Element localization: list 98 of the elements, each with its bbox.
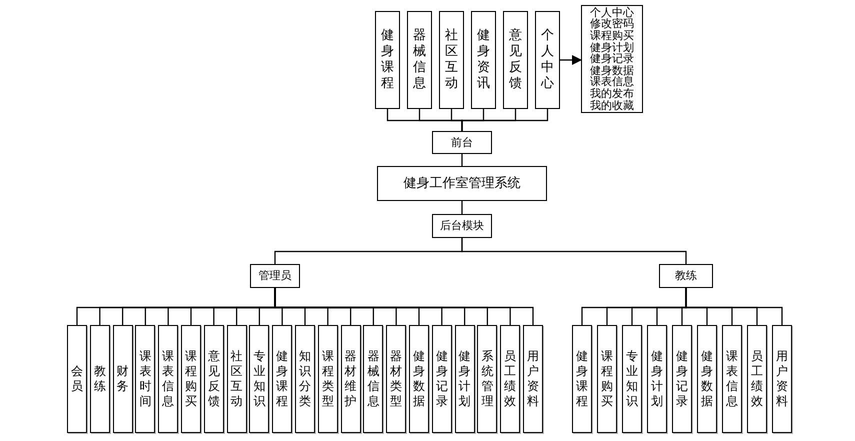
module-label: 知识分类 [299, 349, 311, 409]
module-box [250, 264, 300, 288]
module-box [672, 325, 692, 433]
module-label: 员工绩效 [751, 349, 763, 409]
module-label: 专业知识 [253, 349, 266, 409]
module-box [439, 11, 464, 109]
module-box [135, 325, 156, 433]
module-box [295, 325, 315, 433]
module-box [226, 325, 247, 433]
module-label: 课程购买 [185, 349, 197, 409]
module-label: 课表信息 [162, 349, 174, 409]
module-box [747, 325, 767, 433]
module-label: 后台模块 [440, 219, 484, 233]
module-box [90, 325, 110, 433]
module-label: 用户资料 [776, 349, 788, 409]
connector-line [461, 238, 687, 264]
module-label: 专业知识 [626, 349, 638, 409]
feature-item: 课程购买 [590, 30, 634, 42]
module-label: 健身记录 [676, 349, 688, 409]
module-box [377, 166, 547, 201]
module-box [572, 325, 592, 433]
module-box [523, 325, 543, 433]
module-box [535, 11, 560, 109]
module-label: 教练 [675, 269, 697, 283]
module-label: 器材维护 [344, 349, 357, 409]
feature-item: 修改密码 [590, 18, 634, 30]
module-label: 课程类型 [322, 349, 334, 409]
module-label: 健身课程 [576, 349, 588, 409]
module-label: 健身数据 [413, 349, 425, 409]
feature-item: 个人中心 [590, 6, 634, 18]
module-label: 意见反馈 [208, 349, 220, 409]
module-box [181, 325, 201, 433]
module-label: 教练 [94, 364, 106, 394]
module-box [318, 325, 338, 433]
connector-line [461, 201, 463, 214]
module-label: 课程购买 [601, 349, 613, 409]
module-label: 健身资讯 [477, 28, 490, 92]
feature-list-box [581, 5, 643, 113]
connector-line [685, 288, 783, 325]
module-label: 课表时间 [139, 349, 152, 409]
module-box [409, 325, 429, 433]
module-label: 个人中心 [541, 28, 554, 92]
module-box [407, 11, 432, 109]
module-label: 会员 [71, 364, 83, 394]
module-box [249, 325, 270, 433]
module-label: 器材类型 [390, 349, 402, 409]
module-label: 健身计划 [458, 349, 471, 409]
module-box [340, 325, 361, 433]
module-label: 意见反馈 [509, 28, 522, 92]
module-box [722, 325, 742, 433]
module-label: 健身工作室管理系统 [404, 176, 520, 192]
module-label: 健身课程 [276, 349, 288, 409]
module-label: 健身计划 [651, 349, 663, 409]
module-label: 系统管理 [481, 349, 494, 409]
module-label: 社区互动 [445, 28, 458, 92]
module-box [112, 325, 133, 433]
module-box [477, 325, 498, 433]
feature-item: 我的收藏 [590, 100, 634, 112]
module-box [597, 325, 617, 433]
module-box [67, 325, 87, 433]
module-label: 健身数据 [701, 349, 713, 409]
module-box [386, 325, 406, 433]
module-box [503, 11, 528, 109]
module-label: 社区互动 [230, 349, 243, 409]
module-box [659, 264, 713, 288]
module-label: 用户资料 [527, 349, 539, 409]
module-box [432, 131, 492, 154]
feature-item: 课表信息 [590, 76, 634, 88]
feature-item: 我的发布 [590, 88, 634, 100]
connector-line [461, 109, 548, 131]
module-box [622, 325, 642, 433]
module-box [363, 325, 384, 433]
module-box [432, 325, 452, 433]
arrow [560, 55, 582, 65]
module-box [471, 11, 496, 109]
feature-item: 健身计划 [590, 42, 634, 54]
module-label: 器械信息 [413, 28, 426, 92]
module-label: 财务 [116, 364, 129, 394]
connector-line [461, 154, 463, 166]
module-label: 健身记录 [436, 349, 448, 409]
module-label: 管理员 [258, 269, 292, 283]
feature-item: 健身记录 [590, 53, 634, 65]
module-label: 前台 [451, 136, 473, 150]
module-label: 健身课程 [381, 28, 394, 92]
module-box [647, 325, 667, 433]
module-box [697, 325, 717, 433]
feature-item: 健身数据 [590, 64, 634, 76]
module-label: 课表信息 [726, 349, 738, 409]
module-box [432, 214, 492, 238]
module-box [454, 325, 475, 433]
module-box [772, 325, 792, 433]
module-box [272, 325, 292, 433]
module-box [375, 11, 400, 109]
module-box [204, 325, 224, 433]
module-label: 器械信息 [367, 349, 380, 409]
module-label: 员工绩效 [504, 349, 516, 409]
module-box [500, 325, 520, 433]
module-box [158, 325, 178, 433]
